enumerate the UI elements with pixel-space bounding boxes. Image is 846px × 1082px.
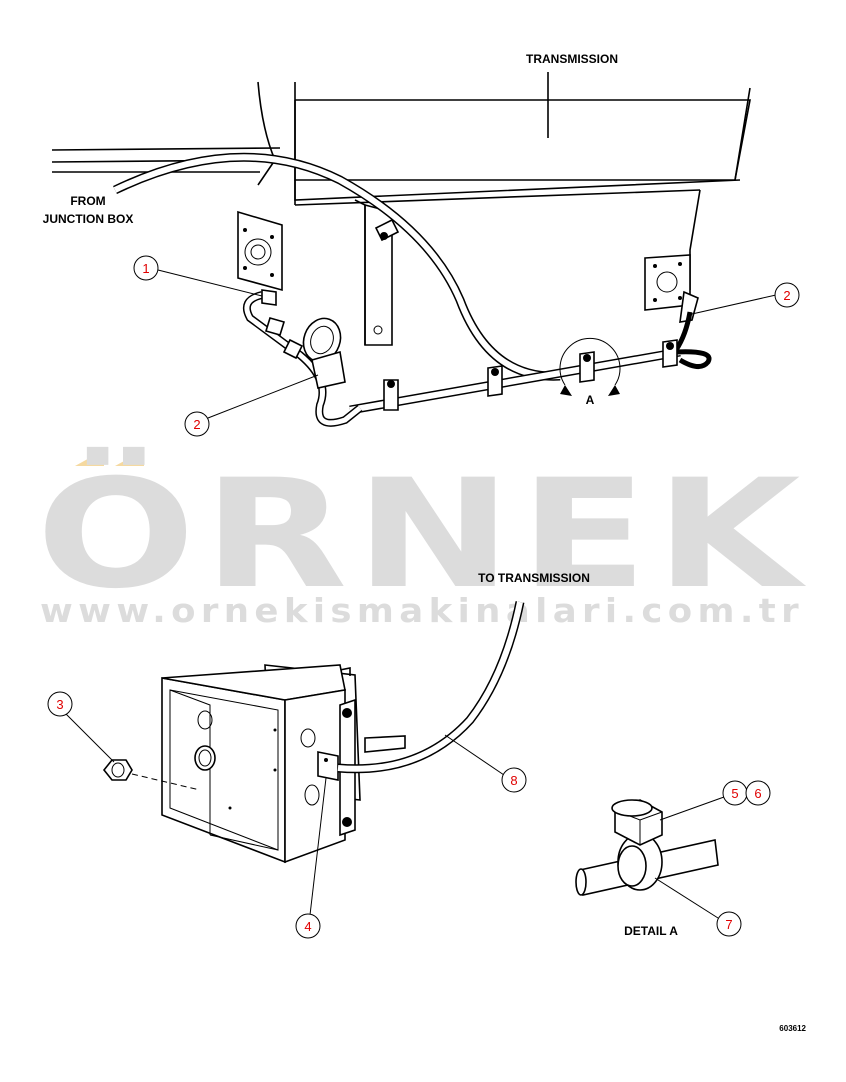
callout-4: 4: [295, 777, 327, 939]
svg-text:3: 3: [56, 697, 63, 712]
callout-5: 5: [659, 780, 748, 821]
callout-6: 6: [745, 780, 771, 806]
callout-1: 1: [133, 255, 263, 297]
left-sensor-connector: [261, 289, 346, 389]
watermark-accent-right: [115, 450, 144, 466]
svg-text:6: 6: [754, 786, 761, 801]
callout-2-right: 2: [691, 282, 800, 315]
watermark-brand: ÖRNEK: [36, 446, 808, 622]
watermark-accent-left: [75, 450, 104, 466]
svg-text:2: 2: [193, 417, 200, 432]
svg-text:5: 5: [731, 786, 738, 801]
svg-text:4: 4: [304, 919, 311, 934]
from-junction-label-line1: FROM: [70, 194, 105, 208]
drawing-number: 603612: [779, 1024, 806, 1033]
callout-8: 8: [444, 734, 527, 793]
from-junction-label-line2: JUNCTION BOX: [43, 212, 134, 226]
watermark: ÖRNEK www.ornekismakinalari.com.tr: [36, 446, 808, 630]
detail-a-marker: A: [586, 393, 595, 407]
wiring-harness-main: [113, 152, 712, 427]
svg-text:1: 1: [142, 261, 149, 276]
detail-a-indicator: A: [559, 337, 621, 407]
left-mounting-plate: [237, 210, 283, 292]
svg-text:8: 8: [510, 773, 517, 788]
cable-to-transmission: [337, 601, 525, 774]
svg-text:2: 2: [783, 288, 790, 303]
callout-7: 7: [654, 877, 742, 937]
to-transmission-label: TO TRANSMISSION: [478, 571, 590, 585]
watermark-url: www.ornekismakinalari.com.tr: [40, 591, 804, 630]
callout-2-left: 2: [184, 374, 319, 437]
transmission-label: TRANSMISSION: [526, 52, 618, 66]
callout-3: 3: [47, 691, 115, 763]
svg-text:7: 7: [725, 917, 732, 932]
right-mounting-plate: [644, 254, 699, 323]
junction-box: [161, 664, 406, 864]
detail-a-label: DETAIL A: [624, 924, 678, 938]
support-bracket: [354, 199, 393, 346]
detail-a-clip: [575, 799, 719, 896]
harness-clips: [374, 218, 678, 411]
